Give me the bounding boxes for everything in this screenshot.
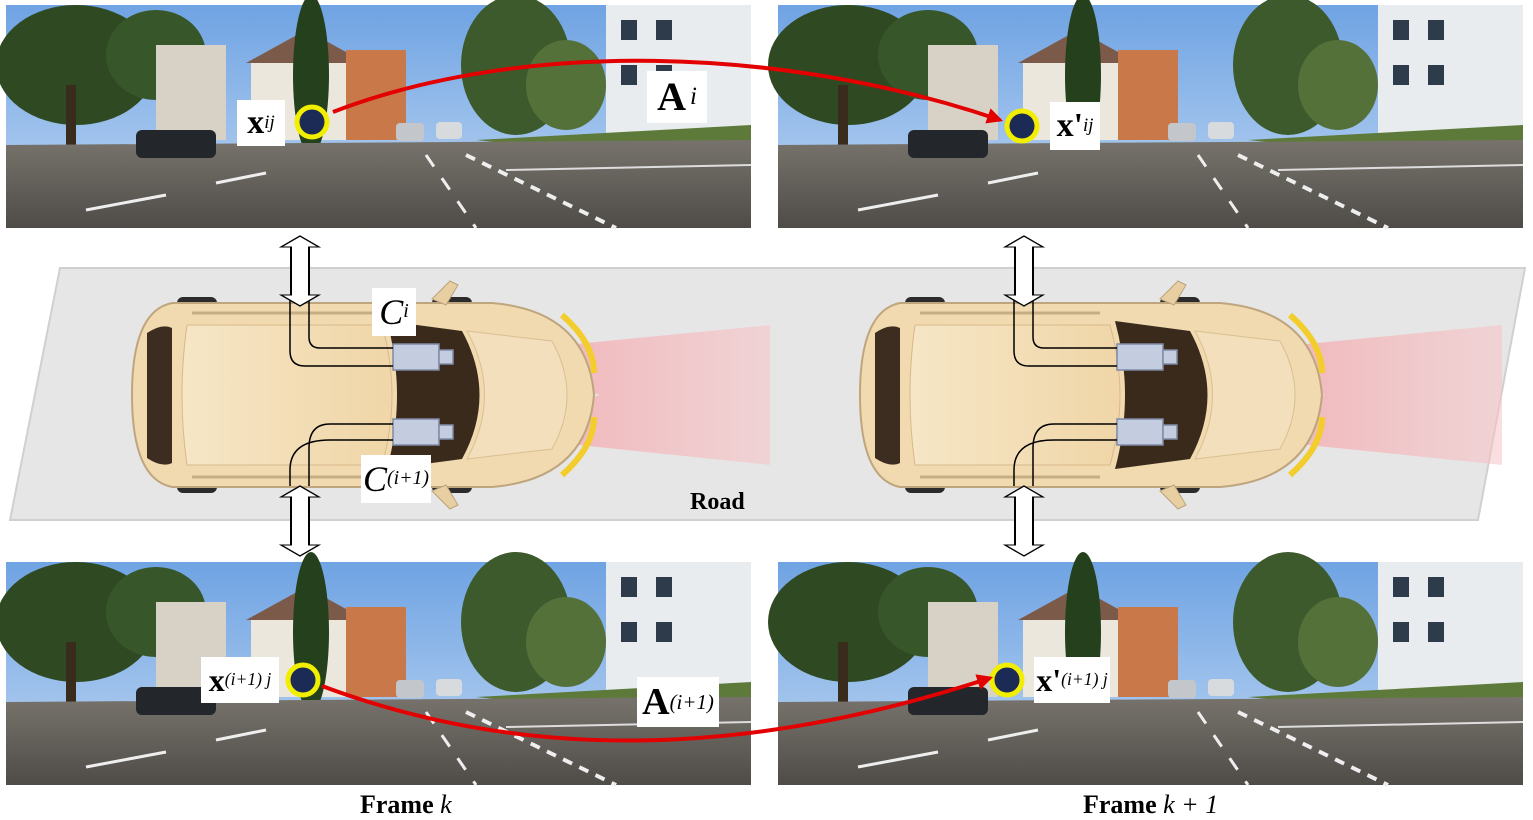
feature-ring-xij <box>294 104 330 140</box>
connector-line <box>1032 423 1117 486</box>
road-label: Road <box>690 489 745 515</box>
connector-line <box>289 298 393 367</box>
image-frame-k-camera-i <box>0 0 753 230</box>
frame-caption-k1: Frame k + 1 <box>1083 790 1219 819</box>
label-x-prime-ij: x'ij <box>1050 102 1100 150</box>
connector-line <box>1013 439 1117 486</box>
connector-line <box>308 298 393 349</box>
connector-line <box>1013 298 1117 367</box>
connector-line <box>289 439 393 486</box>
feature-ring-xi1j <box>285 662 321 698</box>
feature-ring-x-prime-i1j <box>989 662 1025 698</box>
label-A-i1: A(i+1) <box>637 677 719 727</box>
match-curve-Ai <box>332 58 1004 124</box>
feature-ring-x-prime-ij <box>1004 108 1040 144</box>
label-x-prime-i1j: x'(i+1) j <box>1034 657 1110 703</box>
car-frame-k1 <box>860 281 1322 509</box>
image-frame-k1-camera-i <box>766 0 1525 230</box>
image-frame-k1-camera-i1 <box>766 550 1525 787</box>
match-curve-Ai1 <box>321 674 994 743</box>
label-x-i1j: x(i+1) j <box>201 657 279 703</box>
connector-line <box>1032 298 1117 349</box>
frame-caption-k: Frame k <box>360 790 452 819</box>
image-frame-k-camera-i1 <box>0 550 753 787</box>
fov-left-upper <box>455 325 770 395</box>
connector-line <box>308 423 393 486</box>
label-C-i1: C(i+1) <box>361 455 431 503</box>
